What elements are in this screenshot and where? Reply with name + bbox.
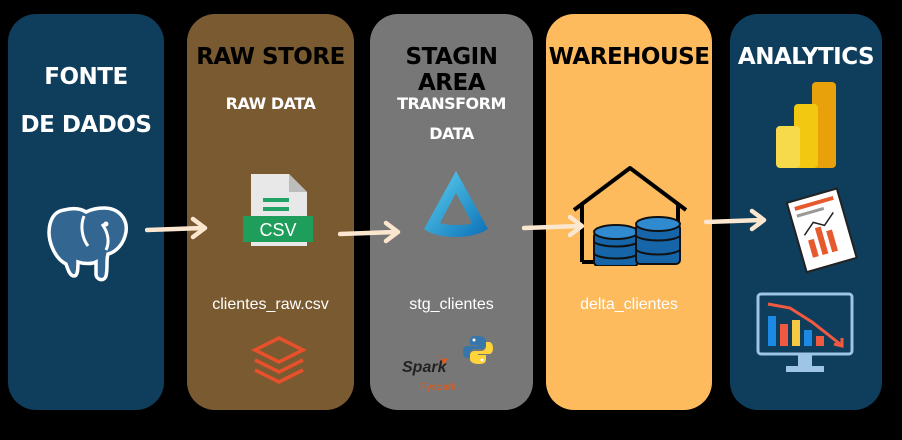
stage-raw-store: RAW STORE RAW DATA CSV clientes_raw.csv: [187, 14, 354, 410]
item-label: stg_clientes: [409, 296, 494, 313]
stage-title-line1: FONTE: [44, 64, 128, 90]
azure-data-factory-icon: [424, 171, 488, 237]
item-label: delta_clientes: [580, 296, 678, 313]
stage-title: STAGIN AREA: [405, 44, 498, 96]
databricks-layers-icon: [251, 336, 307, 384]
stage-stagin-area: STAGIN AREA TRANSFORM DATA stg_clientes …: [370, 14, 533, 410]
stage-title: WAREHOUSE: [548, 44, 710, 70]
stage-title: ANALYTICS: [737, 44, 875, 70]
stage-title: RAW STORE: [196, 44, 345, 70]
python-icon: [463, 336, 493, 364]
warehouse-database-icon: [572, 166, 688, 266]
report-icon: [786, 187, 858, 274]
item-label: clientes_raw.csv: [212, 296, 329, 313]
spark-text: Spark: [402, 359, 448, 376]
flow-arrow-2: [338, 220, 401, 244]
database-stack-right: [635, 216, 681, 265]
flow-arrow-3: [522, 214, 585, 238]
flow-arrow-1: [145, 216, 208, 240]
csv-badge-text: CSV: [259, 220, 296, 240]
pyspark-text: Pyspark: [420, 382, 457, 393]
postgresql-elephant-icon: [47, 206, 128, 282]
stage-subtitle-line2: DATA: [429, 124, 474, 143]
flow-arrow-4: [704, 208, 767, 232]
csv-file-icon: CSV: [243, 174, 313, 246]
spark-logo: Spark Pyspark: [402, 352, 457, 393]
database-stack-left: [593, 224, 639, 266]
stage-subtitle: RAW DATA: [225, 94, 316, 113]
stage-warehouse: WAREHOUSE delta_clientes: [546, 14, 712, 410]
stage-subtitle-line1: TRANSFORM: [397, 94, 506, 113]
dashboard-monitor-icon: [756, 292, 854, 372]
stage-fonte-de-dados: FONTE DE DADOS: [8, 14, 164, 410]
power-bi-icon: [776, 82, 836, 168]
stage-title-line2: DE DADOS: [20, 112, 152, 138]
